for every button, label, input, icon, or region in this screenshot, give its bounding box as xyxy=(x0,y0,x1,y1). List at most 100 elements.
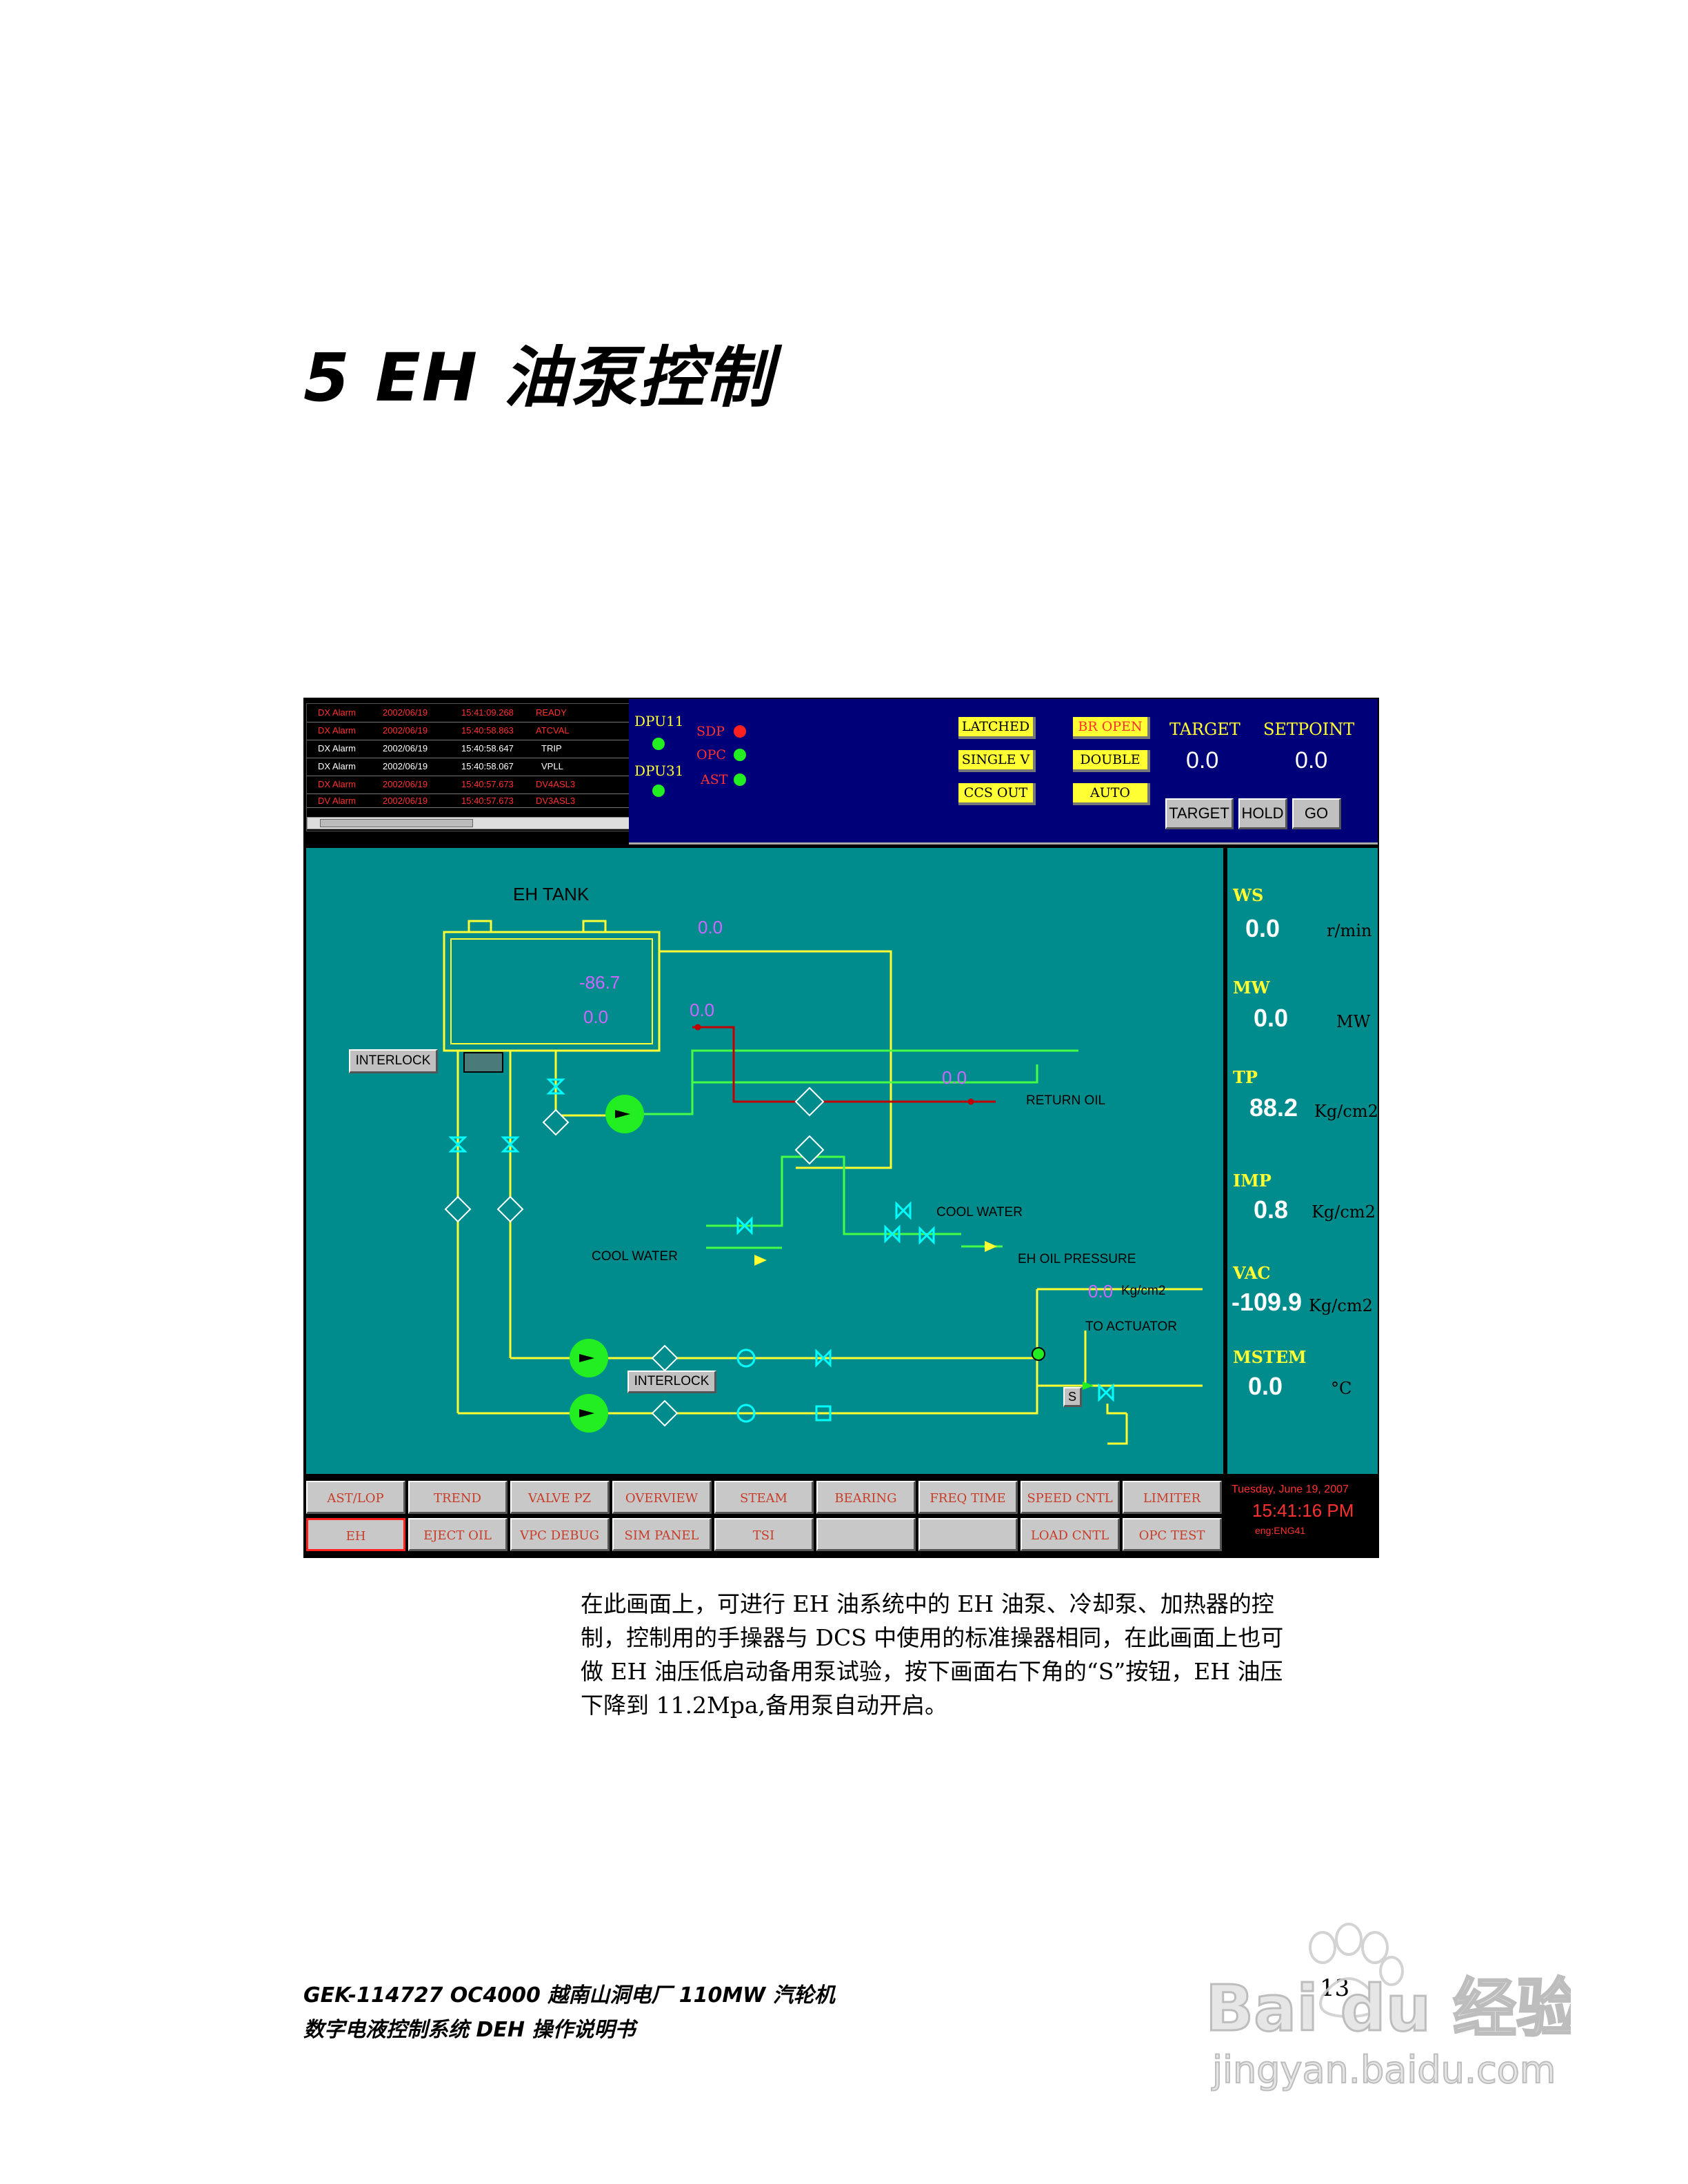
nav-overview[interactable]: OVERVIEW xyxy=(612,1481,712,1514)
ws-value: 0.0 xyxy=(1245,914,1280,942)
dpu31-label: DPU31 xyxy=(634,762,684,779)
vac-value: -109.9 xyxy=(1232,1288,1303,1316)
double-valve-button[interactable]: DOUBLE xyxy=(1073,750,1150,772)
clock-date: Tuesday, June 19, 2007 xyxy=(1232,1484,1349,1495)
go-button[interactable]: GO xyxy=(1292,798,1341,829)
watermark-brand: Bai du 经验 xyxy=(1205,1972,1571,2045)
alarm-type: DV Alarm xyxy=(318,796,356,806)
to-actuator-label: TO ACTUATOR xyxy=(1085,1320,1178,1334)
dpu11-label: DPU11 xyxy=(634,713,684,729)
alarm-date: 2002/06/19 xyxy=(383,707,428,718)
mw-value: 0.0 xyxy=(1254,1004,1289,1032)
alarm-time: 15:40:58.863 xyxy=(461,725,514,736)
document-footer: GEK-114727 OC4000 越南山洞电厂 110MW 汽轮机 数字电液控… xyxy=(303,1979,835,2048)
nav-empty-2[interactable] xyxy=(918,1518,1018,1551)
eh-system-diagram: EH TANK -86.7 0.0 0.0 0.0 0.0 INTERLOCK … xyxy=(306,848,1223,1474)
mstem-label: MSTEM xyxy=(1233,1347,1307,1367)
alarm-time: 15:40:58.647 xyxy=(461,743,514,754)
alarm-row[interactable]: DX Alarm 2002/06/19 15:40:57.673 DV4ASL3 xyxy=(307,776,900,794)
tp-unit: Kg/cm2 xyxy=(1314,1102,1378,1121)
check-valve-icon xyxy=(736,1348,756,1368)
valve-icon xyxy=(546,1078,565,1095)
alarm-time: 15:40:57.673 xyxy=(461,796,514,806)
vac-label: VAC xyxy=(1233,1263,1271,1283)
return-oil-value: 0.0 xyxy=(942,1067,967,1088)
imp-value: 0.8 xyxy=(1254,1195,1289,1224)
hold-button[interactable]: HOLD xyxy=(1238,798,1287,829)
nav-valve-pz[interactable]: VALVE PZ xyxy=(510,1481,610,1514)
mw-unit: MW xyxy=(1336,1012,1371,1031)
mstem-value: 0.0 xyxy=(1248,1372,1283,1400)
single-valve-button[interactable]: SINGLE V xyxy=(958,750,1036,772)
alarm-date: 2002/06/19 xyxy=(383,796,428,806)
alarm-row[interactable]: DX Alarm 2002/06/19 15:41:09.268 READY xyxy=(307,704,900,722)
nav-eh[interactable]: EH xyxy=(306,1518,405,1551)
alarm-status: DV3ASL3 xyxy=(536,796,576,806)
tp-label: TP xyxy=(1233,1067,1258,1087)
nav-limiter[interactable]: LIMITER xyxy=(1123,1481,1222,1514)
logged-user: eng:ENG41 xyxy=(1255,1525,1306,1536)
flow-arrow-icon xyxy=(754,1255,767,1266)
vac-unit: Kg/cm2 xyxy=(1309,1296,1373,1315)
ccs-out-button[interactable]: CCS OUT xyxy=(958,783,1036,805)
alarm-status: ATCVAL xyxy=(536,725,570,736)
paragraph-line: 做 EH 油压低启动备用泵试验，按下画面右下角的“S”按钮，EH 油压 xyxy=(581,1658,1283,1685)
target-button[interactable]: TARGET xyxy=(1165,798,1234,829)
footer-line-2: 数字电液控制系统 DEH 操作说明书 xyxy=(303,2018,636,2042)
alarm-row[interactable]: DX Alarm 2002/06/19 15:40:58.067 VPLL xyxy=(307,758,900,776)
solenoid-valve-icon xyxy=(1083,1382,1094,1390)
interlock-switch[interactable] xyxy=(463,1052,503,1073)
ast-indicator xyxy=(734,774,746,786)
ws-unit: r/min xyxy=(1327,921,1372,940)
scrollbar-thumb[interactable] xyxy=(320,819,473,827)
nav-trend[interactable]: TREND xyxy=(408,1481,508,1514)
interlock-button-2[interactable]: INTERLOCK xyxy=(627,1371,716,1393)
latched-button[interactable]: LATCHED xyxy=(958,717,1036,739)
setpoint-label: SETPOINT xyxy=(1263,720,1355,739)
mw-label: MW xyxy=(1233,978,1270,998)
alarm-row[interactable]: DX Alarm 2002/06/19 15:40:58.647 TRIP xyxy=(307,740,900,758)
top-line-value: 0.0 xyxy=(698,917,723,938)
auto-button[interactable]: AUTO xyxy=(1073,783,1150,805)
nav-ast-lop[interactable]: AST/LOP xyxy=(306,1481,405,1514)
filter-icon xyxy=(444,1195,472,1223)
alarm-date: 2002/06/19 xyxy=(383,761,428,771)
valve-icon xyxy=(918,1226,935,1245)
clock-time: 15:41:16 PM xyxy=(1252,1500,1354,1521)
cool-water-label-right: COOL WATER xyxy=(936,1205,1023,1220)
s-button[interactable]: S xyxy=(1063,1387,1082,1407)
br-open-button[interactable]: BR OPEN xyxy=(1073,717,1150,739)
nav-steam[interactable]: STEAM xyxy=(714,1481,814,1514)
eh-oil-pressure-label: EH OIL PRESSURE xyxy=(1018,1252,1136,1266)
nav-load-cntl[interactable]: LOAD CNTL xyxy=(1021,1518,1120,1551)
cooler-icon xyxy=(794,1135,825,1165)
nav-eject-oil[interactable]: EJECT OIL xyxy=(408,1518,508,1551)
nav-vpc-debug[interactable]: VPC DEBUG xyxy=(510,1518,610,1551)
nav-sim-panel[interactable]: SIM PANEL xyxy=(612,1518,712,1551)
nav-freq-time[interactable]: FREQ TIME xyxy=(918,1481,1018,1514)
valve-icon xyxy=(884,1224,901,1244)
alarm-type: DX Alarm xyxy=(318,743,356,754)
target-value: 0.0 xyxy=(1186,747,1219,774)
alarm-time: 15:40:58.067 xyxy=(461,761,514,771)
status-panel: DPU11 DPU31 SDP OPC AST LATCHED SINGLE V… xyxy=(629,699,1378,845)
mstem-unit: °C xyxy=(1331,1379,1352,1398)
nav-bearing[interactable]: BEARING xyxy=(816,1481,916,1514)
nav-empty-1[interactable] xyxy=(816,1518,916,1551)
baidu-watermark-logo: Bai du 经验 jingyan.baidu.com xyxy=(1205,1923,1571,2092)
tank-level-value: 0.0 xyxy=(583,1007,609,1027)
nav-speed-cntl[interactable]: SPEED CNTL xyxy=(1021,1481,1120,1514)
alarm-row[interactable]: DV Alarm 2002/06/19 15:40:57.673 DV3ASL3 xyxy=(307,793,900,808)
interlock-button-1[interactable]: INTERLOCK xyxy=(349,1049,438,1073)
nav-opc-test[interactable]: OPC TEST xyxy=(1123,1518,1222,1551)
alarm-type: DX Alarm xyxy=(318,779,356,789)
nav-tsi[interactable]: TSI xyxy=(714,1518,814,1551)
alarm-row[interactable]: DX Alarm 2002/06/19 15:40:58.863 ATCVAL xyxy=(307,722,900,740)
valve-icon xyxy=(736,1216,753,1235)
section-heading: 5 EH 油泵控制 xyxy=(303,339,774,416)
imp-label: IMP xyxy=(1233,1171,1272,1191)
opc-indicator xyxy=(734,749,746,761)
sdp-indicator xyxy=(734,725,746,738)
valve-icon xyxy=(815,1405,832,1422)
valve-icon xyxy=(448,1136,468,1153)
